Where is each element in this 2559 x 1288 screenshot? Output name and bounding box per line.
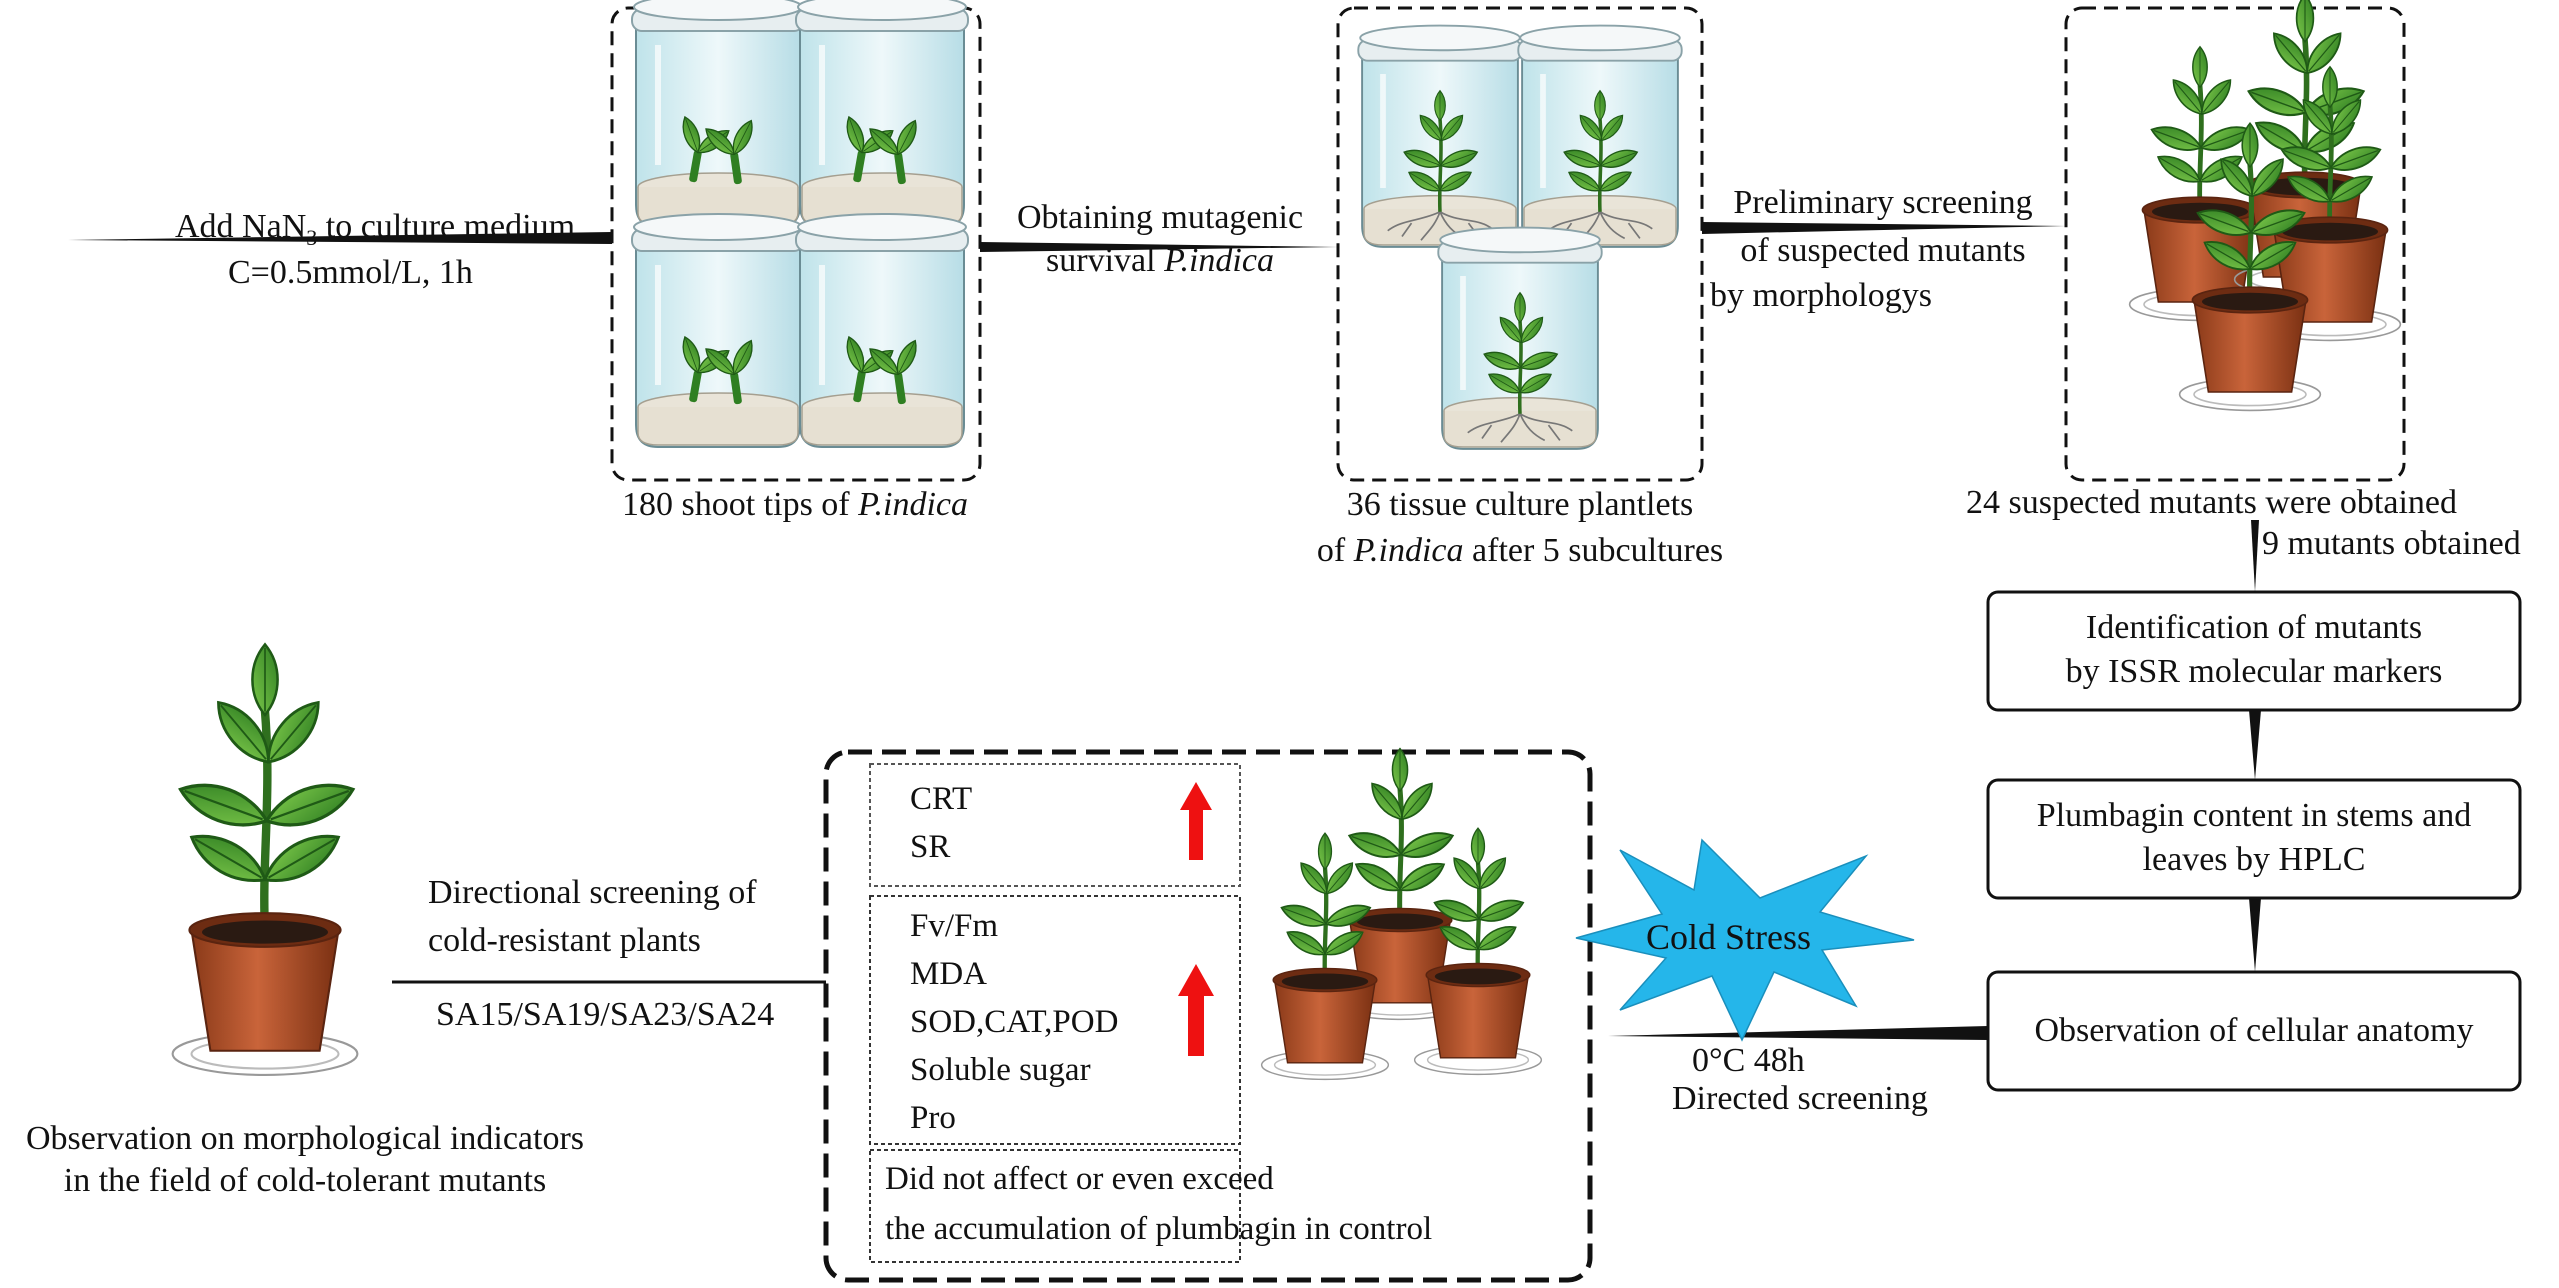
plumbagin-note: Did not affect or even exceed the accumu… xyxy=(885,1161,1433,1247)
indicator-item: Fv/Fm xyxy=(910,908,999,944)
connector-3 xyxy=(1702,222,2066,234)
box-plumbagin xyxy=(869,1149,1241,1263)
indicator-list-physiology: Fv/Fm MDA SOD,CAT,POD Soluble sugar Pro xyxy=(910,902,1118,1142)
cold-stress-burst-icon xyxy=(1575,838,1915,1042)
indicator-item: CRT xyxy=(910,781,973,817)
caption-plantlets: 36 tissue culture plantlets xyxy=(1346,486,1694,523)
step-preliminary-screening-3: by morphologys xyxy=(1710,277,1932,314)
cold-stress-label: Cold Stress xyxy=(1646,917,1812,957)
cellular-label: Observation of cellular anatomy xyxy=(2034,1012,2474,1049)
indicator-item: MDA xyxy=(910,956,988,992)
caption-field-observation-2: in the field of cold-tolerant mutants xyxy=(63,1162,547,1199)
caption-plantlets-2: of P.indica after 5 subcultures xyxy=(1316,532,1724,569)
connector-down-1 xyxy=(2251,520,2259,592)
condition-directed-screening: Directed screening xyxy=(1672,1080,1928,1117)
step-directional-screening: Directional screening of xyxy=(428,874,757,911)
indicator-item: Pro xyxy=(910,1100,956,1136)
indicator-item: Soluble sugar xyxy=(910,1052,1091,1088)
caption-suspected-mutants: 24 suspected mutants were obtained xyxy=(1966,484,2457,521)
step-add-nan3: Add NaN3 to culture medium xyxy=(175,208,576,250)
box-plantlets xyxy=(1336,6,1704,482)
step-survival: survival P.indica xyxy=(1046,242,1274,279)
arrow-up-icon xyxy=(1178,964,1214,1056)
condition-temperature: 0°C 48h xyxy=(1692,1042,1805,1079)
step-preliminary-screening: Preliminary screening xyxy=(1733,184,2033,221)
box-cold-tolerance-results xyxy=(823,749,1593,1283)
selected-mutants: SA15/SA19/SA23/SA24 xyxy=(436,996,775,1033)
connector-down-2 xyxy=(2249,710,2261,780)
indicator-list-crt-sr: CRT SR xyxy=(910,775,972,871)
step-concentration: C=0.5mmol/L, 1h xyxy=(228,254,473,291)
indicator-item: SOD,CAT,POD xyxy=(910,1004,1119,1040)
indicator-item: SR xyxy=(910,829,951,865)
connector-1 xyxy=(68,232,612,244)
caption-shoot-tips: 180 shoot tips of P.indica xyxy=(622,486,968,523)
box-crt-sr xyxy=(869,763,1241,887)
step-obtaining-mutagenic: Obtaining mutagenic xyxy=(1016,199,1304,236)
connector-cold xyxy=(1608,1026,1988,1040)
caption-nine-mutants: 9 mutants obtained xyxy=(2262,525,2521,562)
box-physiology xyxy=(869,895,1241,1145)
connector-2 xyxy=(980,242,1338,252)
connector-down-3 xyxy=(2249,898,2261,972)
step-preliminary-screening-2: of suspected mutants xyxy=(1740,232,2026,269)
arrow-up-icon xyxy=(1180,782,1212,860)
caption-field-observation: Observation on morphological indicators xyxy=(25,1120,585,1157)
box-suspected-mutants xyxy=(2064,6,2406,482)
step-cold-resistant: cold-resistant plants xyxy=(428,922,701,959)
